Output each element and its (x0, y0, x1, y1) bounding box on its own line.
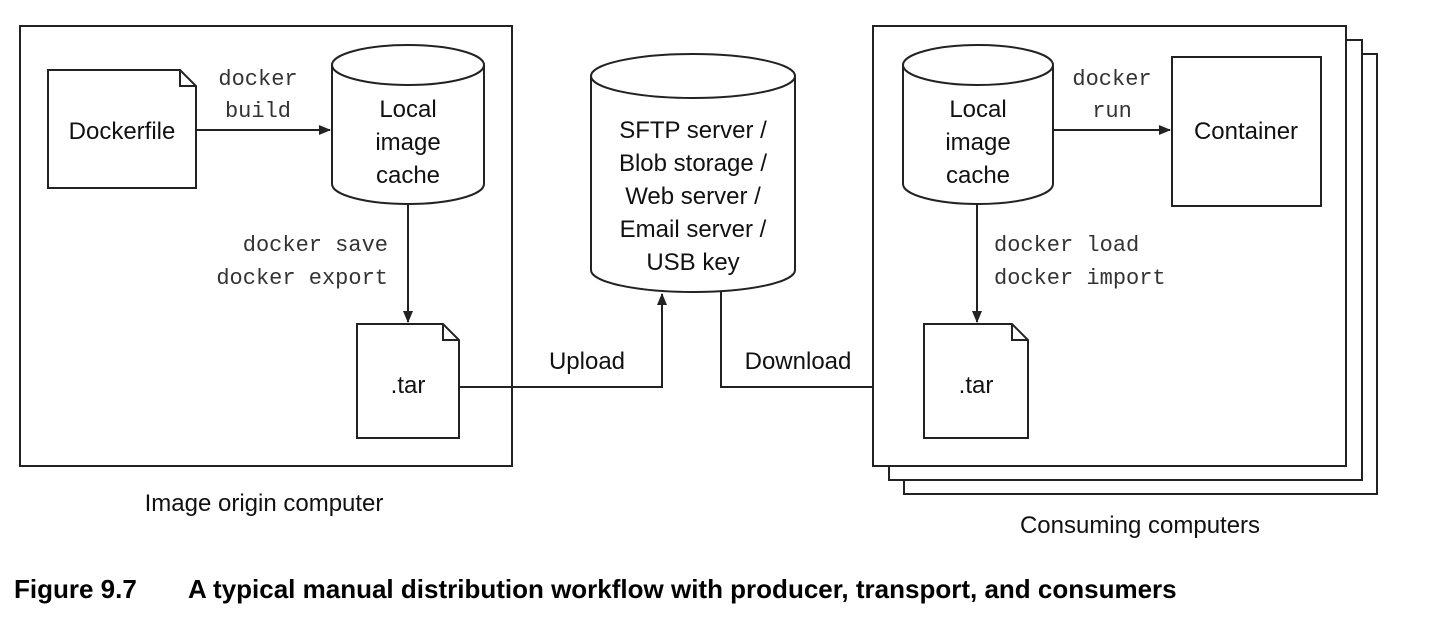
transport-label-4: Email server / (620, 216, 767, 243)
consumer-image-cache-cylinder: Local image cache (902, 44, 1054, 205)
upload-label: Upload (549, 348, 625, 375)
origin-cache-label-3: cache (376, 162, 440, 189)
origin-tar-label: .tar (391, 372, 426, 399)
run-command-line-1: docker (1072, 67, 1151, 92)
origin-image-cache-cylinder: Local image cache (331, 44, 485, 205)
transport-label-3: Web server / (625, 183, 761, 210)
dockerfile-label: Dockerfile (69, 118, 176, 145)
transport-label-2: Blob storage / (619, 150, 767, 177)
load-command-line-2: docker import (994, 266, 1166, 291)
consumer-tar-document: .tar (923, 323, 1029, 439)
save-command-line-1: docker save (243, 233, 388, 258)
build-command-line-1: docker (218, 67, 297, 92)
consumer-cache-label-2: image (945, 129, 1010, 156)
origin-computer-label: Image origin computer (145, 490, 384, 517)
origin-cache-label-1: Local (379, 96, 436, 123)
container-label: Container (1194, 118, 1298, 145)
consumer-computers-label: Consuming computers (1020, 512, 1260, 539)
transport-label-1: SFTP server / (619, 117, 767, 144)
download-label: Download (745, 348, 852, 375)
consumer-tar-label: .tar (959, 372, 994, 399)
consumer-cache-label-1: Local (949, 96, 1006, 123)
build-command-line-2: build (225, 99, 291, 124)
figure-caption: A typical manual distribution workflow w… (188, 574, 1177, 604)
upload-arrow (459, 293, 667, 388)
load-command-line-1: docker load (994, 233, 1139, 258)
transport-storage-cylinder: SFTP server / Blob storage / Web server … (590, 53, 796, 293)
figure-number: Figure 9.7 (14, 574, 137, 604)
transport-label-5: USB key (646, 249, 739, 276)
origin-tar-document: .tar (356, 323, 460, 439)
save-command-line-2: docker export (216, 266, 388, 291)
container-box: Container (1171, 56, 1322, 207)
origin-cache-label-2: image (375, 129, 440, 156)
dockerfile-document: Dockerfile (47, 69, 197, 189)
run-command-line-2: run (1092, 99, 1132, 124)
consumer-cache-label-3: cache (946, 162, 1010, 189)
download-arrow (720, 292, 923, 392)
